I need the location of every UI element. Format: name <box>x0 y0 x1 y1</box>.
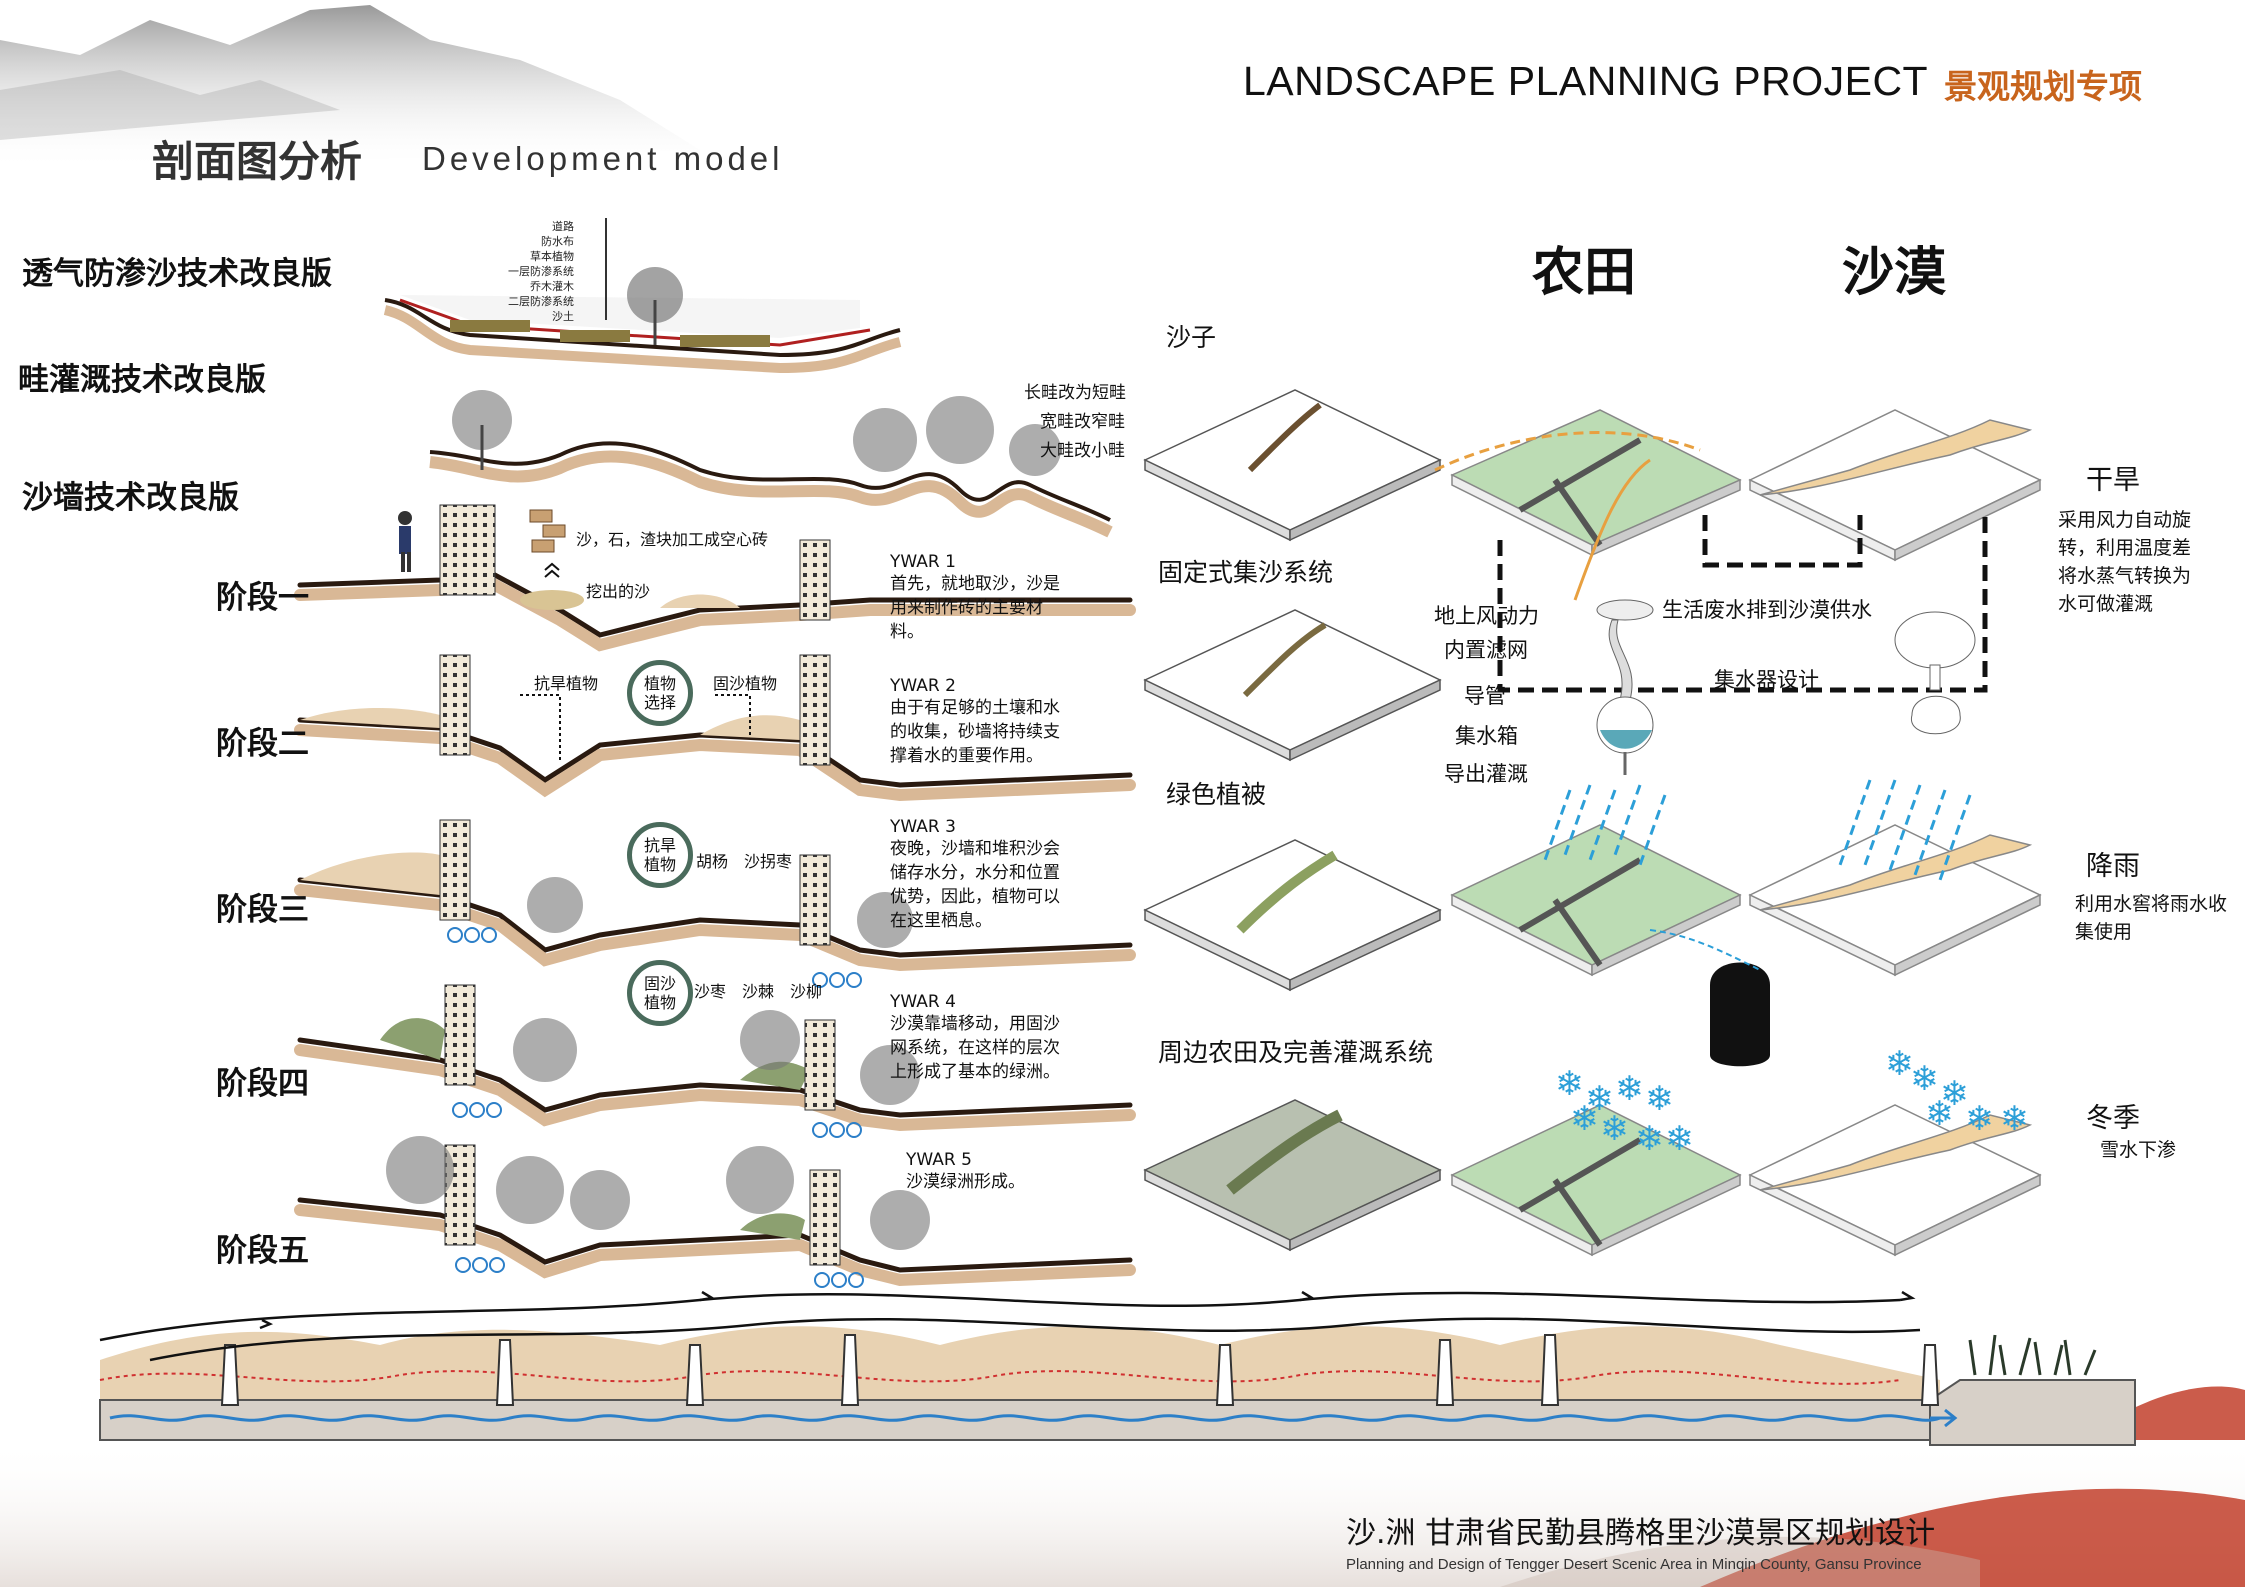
furrow-note: 大畦改小畦 <box>1040 441 1125 461</box>
layer-label: 乔木灌木 <box>530 280 574 293</box>
note-dug-sand: 挖出的沙 <box>586 582 651 601</box>
collector-part: 导出灌溉 <box>1444 762 1528 786</box>
note-brick: 沙，石，渣块加工成空心砖 <box>576 530 769 549</box>
section-title-cn: 剖面图分析 <box>152 137 363 186</box>
snowflakes: ❄❄❄ ❄❄❄ ❄❄ ❄❄❄ ❄❄❄ <box>1555 1044 2029 1159</box>
furrow-note: 长畦改为短畦 <box>1024 383 1126 403</box>
column-title-farm: 农田 <box>1532 243 1637 303</box>
layer-label: 防水布 <box>541 235 574 248</box>
collector-part: 地上风动力 <box>1434 604 1539 628</box>
farm-desert-tiles <box>1450 409 2042 1257</box>
stage-desc-2: 由于有足够的土壤和水的收集，砂墙将持续支撑着水的重要作用。 <box>890 698 1060 766</box>
svg-text:❄: ❄ <box>2000 1099 2029 1139</box>
section-title-en: Development model <box>422 140 784 177</box>
svg-text:❄: ❄ <box>1555 1064 1584 1104</box>
iso-maps <box>1143 389 1442 1252</box>
svg-text:❄: ❄ <box>1570 1099 1599 1139</box>
stage-desc-5: 沙漠绿洲形成。 <box>906 1172 1025 1192</box>
svg-text:❄: ❄ <box>1925 1094 1954 1134</box>
layer-label: 沙土 <box>552 310 574 323</box>
layer-label: 道路 <box>552 220 574 233</box>
stage-year-1: YWAR 1 <box>890 552 956 572</box>
section-permeable <box>383 218 902 374</box>
stage-year-3: YWAR 3 <box>890 817 956 837</box>
svg-text:❄: ❄ <box>1885 1044 1914 1084</box>
system-lines <box>1497 515 1988 693</box>
svg-text:❄: ❄ <box>1910 1059 1939 1099</box>
stage-label-5: 阶段五 <box>216 1233 309 1269</box>
mountain-silhouette <box>0 5 700 170</box>
svg-text:❄: ❄ <box>1635 1119 1664 1159</box>
stage-desc-1: 首先，就地取沙，沙是用来制作砖的主要材料。 <box>890 574 1060 642</box>
stage-label-2: 阶段二 <box>216 726 309 762</box>
footer-title-cn: 沙.洲 甘肃省民勤县腾格里沙漠景区规划设计 <box>1346 1516 1936 1551</box>
svg-text:❄: ❄ <box>1645 1079 1674 1119</box>
person-figure <box>398 511 412 572</box>
footer-title-en: Planning and Design of Tengger Desert Sc… <box>1346 1556 1922 1573</box>
note-drought-plants: 抗旱植物 <box>534 674 599 693</box>
collector-part: 集水箱 <box>1455 724 1518 748</box>
bottom-profile <box>99 1290 2136 1446</box>
collector-part: 导管 <box>1464 684 1506 708</box>
note-species-4: 沙枣 沙棘 沙柳 <box>694 982 823 1001</box>
svg-text:❄: ❄ <box>1665 1119 1694 1159</box>
cistern <box>1710 962 1770 1067</box>
svg-text:❄: ❄ <box>1600 1109 1629 1149</box>
stage-label-3: 阶段三 <box>216 892 309 928</box>
red-hill <box>1700 1488 2245 1587</box>
furrow-note: 宽畦改窄畦 <box>1040 412 1125 432</box>
water-collector-device <box>1596 599 1976 775</box>
stage-year-2: YWAR 2 <box>890 676 956 696</box>
water-drops <box>447 927 864 1288</box>
brick-stack <box>529 509 566 553</box>
note-fixing-plants: 固沙植物 <box>713 674 778 693</box>
map-label-farmland: 周边农田及完善灌溉系统 <box>1158 1038 1434 1067</box>
season-desc-winter: 雪水下渗 <box>2100 1139 2177 1161</box>
svg-text:❄: ❄ <box>1965 1099 1994 1139</box>
section-furrow <box>429 390 1113 538</box>
circle-fixing: 固沙 植物 <box>627 960 693 1026</box>
stage-label-4: 阶段四 <box>216 1066 309 1102</box>
layer-label: 二层防渗系统 <box>508 295 574 308</box>
map-label-collection: 固定式集沙系统 <box>1158 558 1334 587</box>
season-desc-rain: 利用水窖将雨水收集使用 <box>2075 893 2228 943</box>
layer-label: 一层防渗系统 <box>508 265 574 278</box>
header-title-cn: 景观规划专项 <box>1944 67 2142 106</box>
stage-desc-3: 夜晚，沙墙和堆积沙会储存水分，水分和位置优势，因此，植物可以在这里栖息。 <box>890 839 1060 931</box>
header-title-en: LANDSCAPE PLANNING PROJECT <box>1243 58 1929 104</box>
rain-lines <box>1543 779 1972 881</box>
stage-sections <box>294 504 1136 1287</box>
method-permeable: 透气防渗沙技术改良版 <box>22 256 332 292</box>
collector-part: 内置滤网 <box>1444 638 1528 662</box>
circle-drought: 抗旱 植物 <box>627 822 693 888</box>
season-title-winter: 冬季 <box>2086 1103 2140 1134</box>
map-label-vegetation: 绿色植被 <box>1166 780 1267 809</box>
svg-text:❄: ❄ <box>1585 1079 1614 1119</box>
season-title-drought: 干旱 <box>2086 465 2140 496</box>
note-species-3: 胡杨 沙拐枣 <box>696 852 793 871</box>
circle-plant-selection: 植物 选择 <box>627 660 693 726</box>
map-label-sand: 沙子 <box>1166 323 1217 352</box>
season-title-rain: 降雨 <box>2086 851 2140 882</box>
svg-text:❄: ❄ <box>1615 1069 1644 1109</box>
stage-year-5: YWAR 5 <box>906 1150 972 1170</box>
layer-label: 草本植物 <box>530 250 574 263</box>
stage-desc-4: 沙漠靠墙移动，用固沙网系统，在这样的层次上形成了基本的绿洲。 <box>890 1014 1060 1082</box>
method-furrow: 畦灌溉技术改良版 <box>18 362 266 398</box>
stage-year-4: YWAR 4 <box>890 992 956 1012</box>
svg-text:❄: ❄ <box>1940 1074 1969 1114</box>
stage-label-1: 阶段一 <box>216 580 309 616</box>
method-sandwall: 沙墙技术改良版 <box>22 480 239 516</box>
season-desc-drought: 采用风力自动旋转，利用温度差将水蒸气转换为水可做灌溉 <box>2058 509 2192 615</box>
collector-wastewater: 生活废水排到沙漠供水 <box>1662 598 1872 622</box>
collector-design: 集水器设计 <box>1714 668 1819 692</box>
column-title-desert: 沙漠 <box>1842 243 1947 303</box>
